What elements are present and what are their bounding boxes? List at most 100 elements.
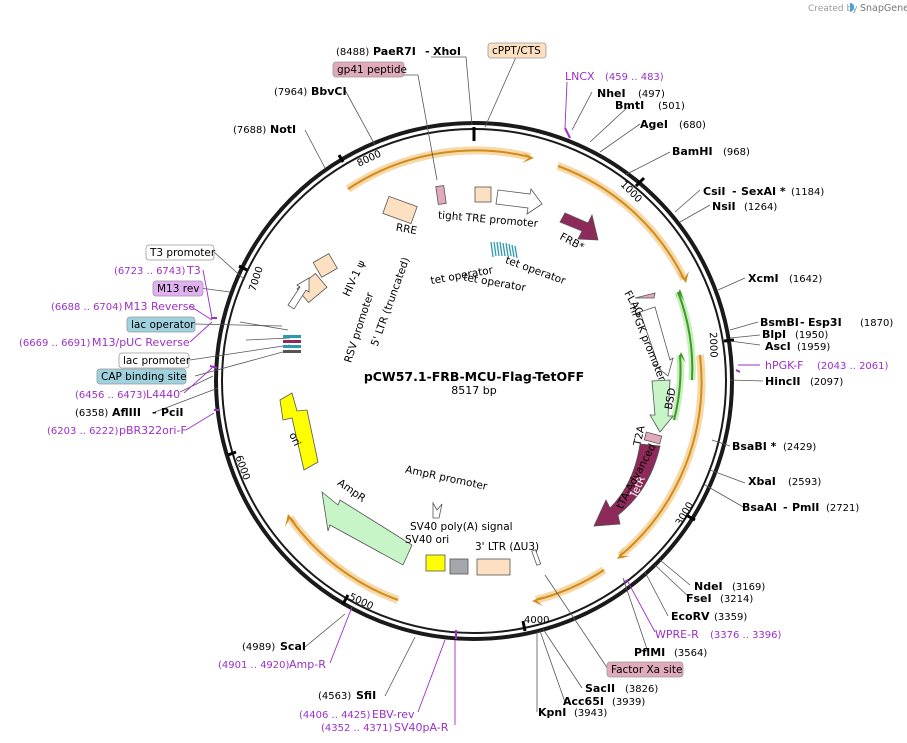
enzyme-bmti-pos: (501): [658, 101, 685, 112]
enzyme-csii-pos: (1184): [791, 187, 824, 198]
tick-7000-label: 7000: [248, 265, 266, 293]
ruler-ticks: [227, 127, 735, 632]
primer-hpgk-f: hPGK-F: [765, 359, 803, 372]
m13-rev-label: M13 rev: [157, 283, 200, 295]
cap-site-label: CAP binding site: [101, 371, 187, 383]
enzyme-bamhi: BamHI: [672, 145, 713, 158]
factor-xa-box: [606, 661, 684, 678]
enzyme-bbvci-pos: (7964): [274, 87, 307, 98]
enzyme-bsmbi-dash: -: [800, 316, 805, 329]
enzyme-nsii-pos: (1264): [744, 202, 777, 213]
primer-lncx-pos: (459 .. 483): [605, 72, 664, 83]
tight-tre-label: tight TRE promoter: [438, 209, 540, 230]
enzyme-asci-pos: (1959): [797, 342, 830, 353]
gp41-block: [435, 185, 447, 205]
primer-sv40pa-r-pos: (4352 .. 4371): [321, 723, 393, 734]
ltr5-label: 5' LTR (truncated): [369, 256, 412, 348]
ltr5-stripes: [283, 335, 301, 353]
arc-bsd-arrowhead: [676, 352, 686, 364]
enzyme-paer7i-pos: (8488): [336, 47, 369, 58]
hiv-psi-block: [312, 253, 338, 278]
primer-lncx: LNCX: [565, 70, 595, 83]
lac-promoter-label: lac promoter: [123, 355, 191, 367]
lac-operator-label: lac operator: [131, 319, 195, 331]
arc-bsd: [673, 354, 682, 421]
primer-pbr322ori-f: pBR322ori-F: [119, 424, 187, 437]
tta-label: tTA-Advanced: [614, 442, 658, 511]
gp41-label: gp41 peptide: [337, 64, 407, 76]
bsd-label: BSD: [663, 387, 679, 411]
lac-promoter-box: [118, 352, 190, 369]
arc-frb-region: [557, 165, 685, 280]
primer-hpgk-f-pos: (2043 .. 2061): [817, 361, 889, 372]
primer-wpre-r-pos: (3376 .. 3396): [710, 630, 782, 641]
enzyme-bsaai-pos: (2721): [826, 503, 859, 514]
enzyme-ecorv-pos: (3359): [714, 612, 747, 623]
cap-site-box: [96, 368, 187, 385]
primer-m13-reverse-pos: (6688 .. 6704): [51, 302, 123, 313]
arc-lower-left: [289, 517, 399, 601]
t2a-label: T2A: [631, 424, 647, 448]
primer-m13-reverse: M13 Reverse: [124, 300, 195, 313]
enzyme-labels: (8488) PaeR7I - XhoI (7964) BbvCI (7688)…: [75, 45, 893, 719]
leader-lines: [154, 56, 764, 712]
sv40-ori-block: [425, 554, 446, 572]
arc-hpgk: [677, 291, 694, 381]
tick-3000-mark: [685, 513, 696, 522]
enzyme-hincii: HincII: [765, 375, 801, 388]
plasmid-size: 8517 bp: [451, 384, 496, 397]
primer-mark-wpre-r: [623, 579, 629, 583]
tick-8000-mark: [337, 154, 345, 163]
flag-tag: [634, 292, 656, 299]
enzyme-ndei-pos: (3169): [732, 582, 765, 593]
ori-label: ori: [286, 431, 303, 448]
bsd-arrow: [649, 379, 674, 433]
enzyme-sfii: SfiI: [356, 689, 376, 702]
enzyme-esp3i: Esp3I: [808, 316, 842, 329]
enzyme-pflmi-pos: (3564): [674, 648, 707, 659]
enzyme-sacii: SacII: [585, 682, 615, 695]
enzyme-agei-pos: (680): [679, 120, 706, 131]
enzyme-paer7i-dash: -: [425, 45, 430, 58]
enzyme-xbai-pos: (2593): [788, 477, 821, 488]
primer-pbr322ori-f-pos: (6203 .. 6222): [47, 426, 119, 437]
enzyme-nhei: NheI: [597, 87, 626, 100]
enzyme-ndei: NdeI: [694, 580, 723, 593]
tick-4000-label: 4000: [524, 615, 549, 626]
primer-amp-r: Amp-R: [289, 658, 326, 671]
enzyme-pcii: PciI: [161, 406, 183, 419]
enzyme-xcmi-pos: (1642): [789, 274, 822, 285]
enzyme-bsmbi: BsmBI: [760, 316, 799, 329]
tta-advanced-arrow: [593, 443, 661, 527]
primer-labels: LNCX (459 .. 483) hPGK-F (2043 .. 2061) …: [19, 70, 889, 734]
arc-right-region: [619, 354, 703, 557]
enzyme-afliii-pos: (6358): [75, 408, 108, 419]
m13-rev-box: [152, 280, 204, 297]
ampr-promoter-label: AmpR promoter: [404, 464, 489, 493]
sv40-polya-label: SV40 poly(A) signal: [410, 521, 513, 533]
enzyme-xhoi: XhoI: [433, 45, 461, 58]
enzyme-scai-pos: (4989): [242, 642, 275, 653]
rsv-label: RSV promoter: [342, 290, 376, 364]
enzyme-bbvci: BbvCI: [311, 85, 347, 98]
rsv-arrow: [287, 277, 310, 310]
primer-l4440: L4440: [146, 388, 180, 401]
enzyme-bsmbi-pos: (1870): [860, 318, 893, 329]
primer-sv40pa-r: SV40pA-R: [394, 721, 449, 734]
ltr3-label: 3' LTR (ΔU3): [475, 541, 539, 553]
tet-operator-label-3: tet operator: [462, 271, 527, 294]
enzyme-csii: CsiI: [703, 185, 725, 198]
enzyme-blpi-pos: (1950): [795, 330, 828, 341]
enzyme-paer7i: PaeR7I: [373, 45, 416, 58]
tick-7000-mark: [238, 264, 248, 272]
enzyme-pflmi: PflMI: [634, 646, 665, 659]
enzyme-bsaai-dash: -: [783, 501, 788, 514]
primer-t3: T3: [186, 264, 201, 277]
primer-leader-lines: [183, 81, 760, 725]
enzyme-sacii-pos: (3826): [625, 684, 658, 695]
ori-arrow: [279, 392, 319, 471]
enzyme-kpni: KpnI: [538, 706, 566, 719]
cppt-block: [474, 186, 492, 203]
primer-amp-r-pos: (4901 .. 4920): [218, 660, 290, 671]
enzyme-acc65i: Acc65I: [563, 695, 604, 708]
